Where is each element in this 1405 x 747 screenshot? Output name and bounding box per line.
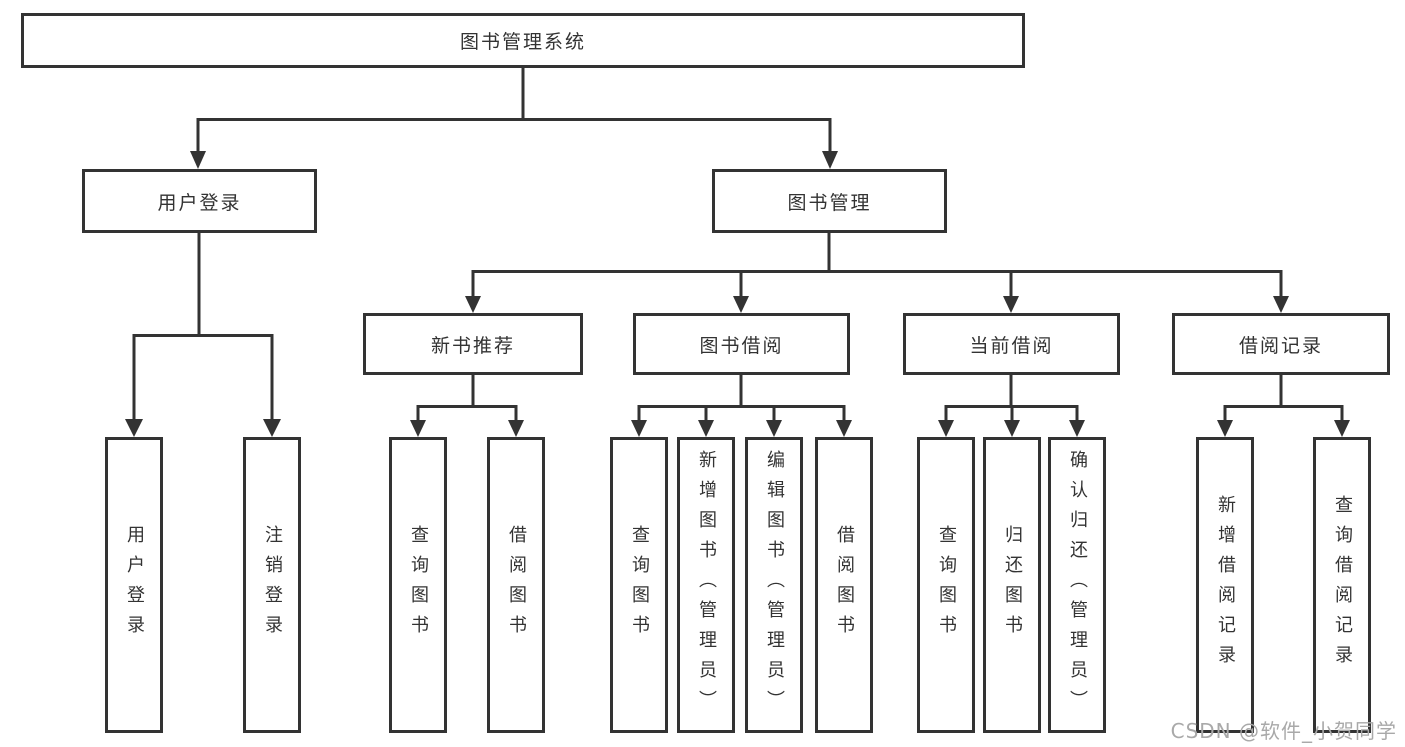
leaf-return-book: 归还图书 xyxy=(983,437,1041,733)
leaf-recommend-query-book: 查询图书 xyxy=(389,437,447,733)
node-new-book-recommend: 新书推荐 xyxy=(363,313,583,375)
node-root-system: 图书管理系统 xyxy=(21,13,1025,68)
leaf-edit-book-admin: 编辑图书（管理员） xyxy=(745,437,803,733)
node-user-login-branch: 用户登录 xyxy=(82,169,317,233)
leaf-borrow-query-book: 查询图书 xyxy=(610,437,668,733)
leaf-add-book-admin: 新增图书（管理员） xyxy=(677,437,735,733)
leaf-add-borrow-record: 新增借阅记录 xyxy=(1196,437,1254,733)
leaf-confirm-return-admin: 确认归还（管理员） xyxy=(1048,437,1106,733)
node-book-management-branch: 图书管理 xyxy=(712,169,947,233)
csdn-watermark: CSDN @软件_小贺同学 xyxy=(1170,719,1397,743)
node-book-borrow: 图书借阅 xyxy=(633,313,850,375)
leaf-recommend-borrow-book: 借阅图书 xyxy=(487,437,545,733)
leaf-query-borrow-record: 查询借阅记录 xyxy=(1313,437,1371,733)
leaf-current-query-book: 查询图书 xyxy=(917,437,975,733)
leaf-logout: 注销登录 xyxy=(243,437,301,733)
leaf-borrow-book: 借阅图书 xyxy=(815,437,873,733)
node-borrow-record: 借阅记录 xyxy=(1172,313,1390,375)
node-current-borrow: 当前借阅 xyxy=(903,313,1120,375)
leaf-user-login: 用户登录 xyxy=(105,437,163,733)
